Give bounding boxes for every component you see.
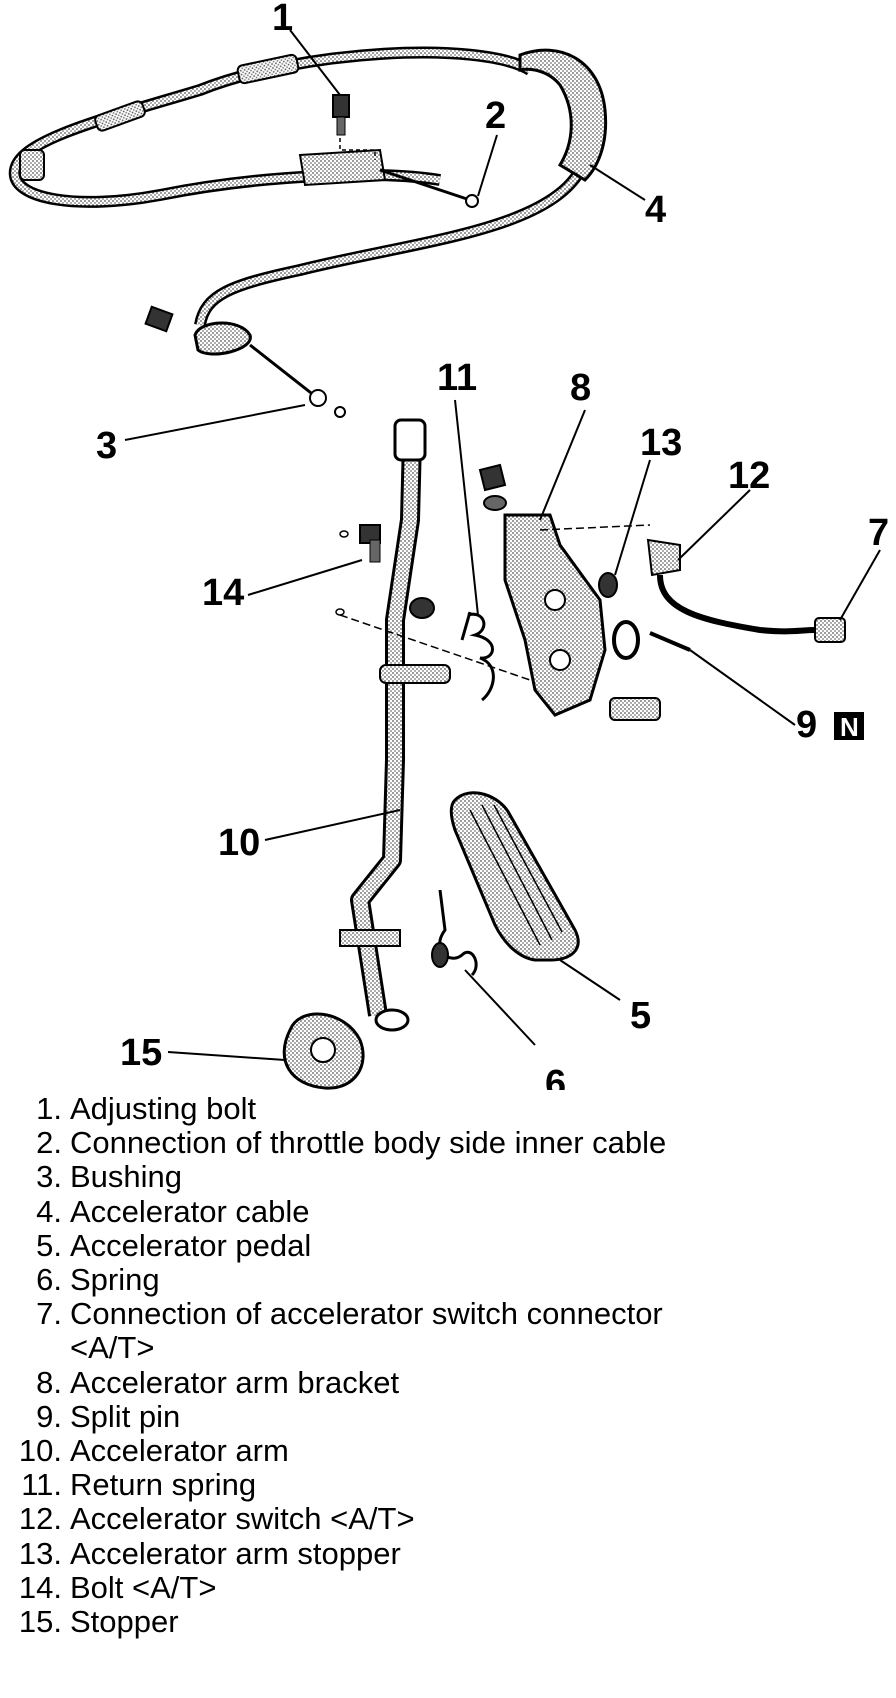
n-badge-text: N — [840, 712, 859, 742]
legend-number: 7. — [36, 1296, 62, 1332]
callout-14: 14 — [202, 572, 244, 614]
legend-item: 10.Accelerator arm — [0, 1433, 896, 1469]
legend-number: 12. — [18, 1501, 62, 1537]
leader-lines — [124, 29, 881, 1061]
callout-5: 5 — [630, 995, 651, 1037]
legend-number: 4. — [36, 1193, 62, 1229]
legend-item: 4.Accelerator cable — [0, 1193, 896, 1229]
legend-text: Adjusting bolt — [70, 1091, 257, 1126]
callout-3: 3 — [96, 425, 117, 467]
callout-9: 9 — [796, 704, 817, 746]
legend-text: Spring — [70, 1262, 160, 1298]
exploded-diagram: 1 2 3 4 5 6 7 8 9 N 10 11 12 13 14 15 — [8, 0, 889, 1090]
legend-text: Accelerator arm — [70, 1433, 289, 1469]
legend-item: 3.Bushing — [0, 1160, 896, 1194]
legend-item: 12.Accelerator switch <A/T> — [0, 1502, 896, 1536]
legend-number: 2. — [36, 1125, 62, 1161]
legend-item: 7.Connection of accelerator switch conne… — [0, 1297, 896, 1331]
accelerator-pedal — [449, 791, 580, 962]
legend-number — [0, 1331, 70, 1365]
legend-number: 13. — [18, 1535, 62, 1571]
legend-item: 6.Spring — [0, 1262, 896, 1298]
legend-text: Accelerator arm stopper — [70, 1535, 401, 1571]
n-badge — [834, 712, 864, 740]
legend-text: Connection of throttle body side inner c… — [70, 1125, 667, 1161]
legend-text: <A/T> — [70, 1330, 155, 1366]
callout-12: 12 — [728, 455, 770, 497]
legend-number: 5. — [36, 1227, 62, 1263]
legend-item: <A/T> — [0, 1331, 896, 1365]
legend-text: Bolt <A/T> — [70, 1569, 217, 1605]
accelerator-arm-bracket — [339, 513, 661, 721]
legend-item: 5.Accelerator pedal — [0, 1227, 896, 1263]
callout-4: 4 — [645, 189, 666, 231]
legend-number: 1. — [36, 1091, 62, 1126]
callout-2: 2 — [485, 95, 506, 137]
legend-item: 13.Accelerator arm stopper — [0, 1535, 896, 1571]
legend-item: 8.Accelerator arm bracket — [0, 1364, 896, 1400]
legend-item: 15.Stopper — [0, 1604, 896, 1640]
callout-7: 7 — [868, 512, 889, 554]
legend-text: Accelerator switch <A/T> — [70, 1501, 415, 1537]
callout-1: 1 — [272, 0, 293, 39]
legend-item: 14.Bolt <A/T> — [0, 1569, 896, 1605]
callout-10: 10 — [218, 822, 260, 864]
legend-text: Accelerator pedal — [70, 1227, 312, 1263]
legend-number: 14. — [18, 1569, 62, 1605]
legend-number: 6. — [36, 1262, 62, 1298]
legend-text: Connection of accelerator switch connect… — [70, 1296, 663, 1332]
legend-text: Return spring — [70, 1467, 257, 1503]
stopper — [282, 1012, 365, 1090]
callout-13: 13 — [640, 422, 682, 464]
legend-text: Accelerator cable — [70, 1193, 310, 1229]
legend-item: 1.Adjusting bolt — [0, 1091, 896, 1126]
legend-item: 9.Split pin — [0, 1398, 896, 1434]
legend-text: Bushing — [70, 1159, 183, 1195]
callout-8: 8 — [570, 367, 591, 409]
accelerator-cable — [8, 46, 608, 418]
callout-11: 11 — [437, 357, 477, 399]
legend-number: 3. — [36, 1159, 62, 1195]
legend-text: Split pin — [70, 1398, 181, 1434]
callout-15: 15 — [120, 1032, 162, 1074]
legend-number: 8. — [36, 1364, 62, 1400]
legend-number: 11. — [21, 1467, 62, 1503]
legend-number: 9. — [36, 1398, 62, 1434]
legend-text: Stopper — [70, 1604, 179, 1640]
legend-item: 11.Return spring — [0, 1468, 896, 1502]
small-parts — [335, 463, 846, 977]
legend-number: 10. — [18, 1433, 62, 1469]
accelerator-arm — [339, 418, 451, 1032]
callout-6: 6 — [545, 1063, 566, 1090]
legend-number: 15. — [18, 1604, 62, 1640]
legend-text: Accelerator arm bracket — [70, 1364, 400, 1400]
legend-item: 2.Connection of throttle body side inner… — [0, 1126, 896, 1160]
